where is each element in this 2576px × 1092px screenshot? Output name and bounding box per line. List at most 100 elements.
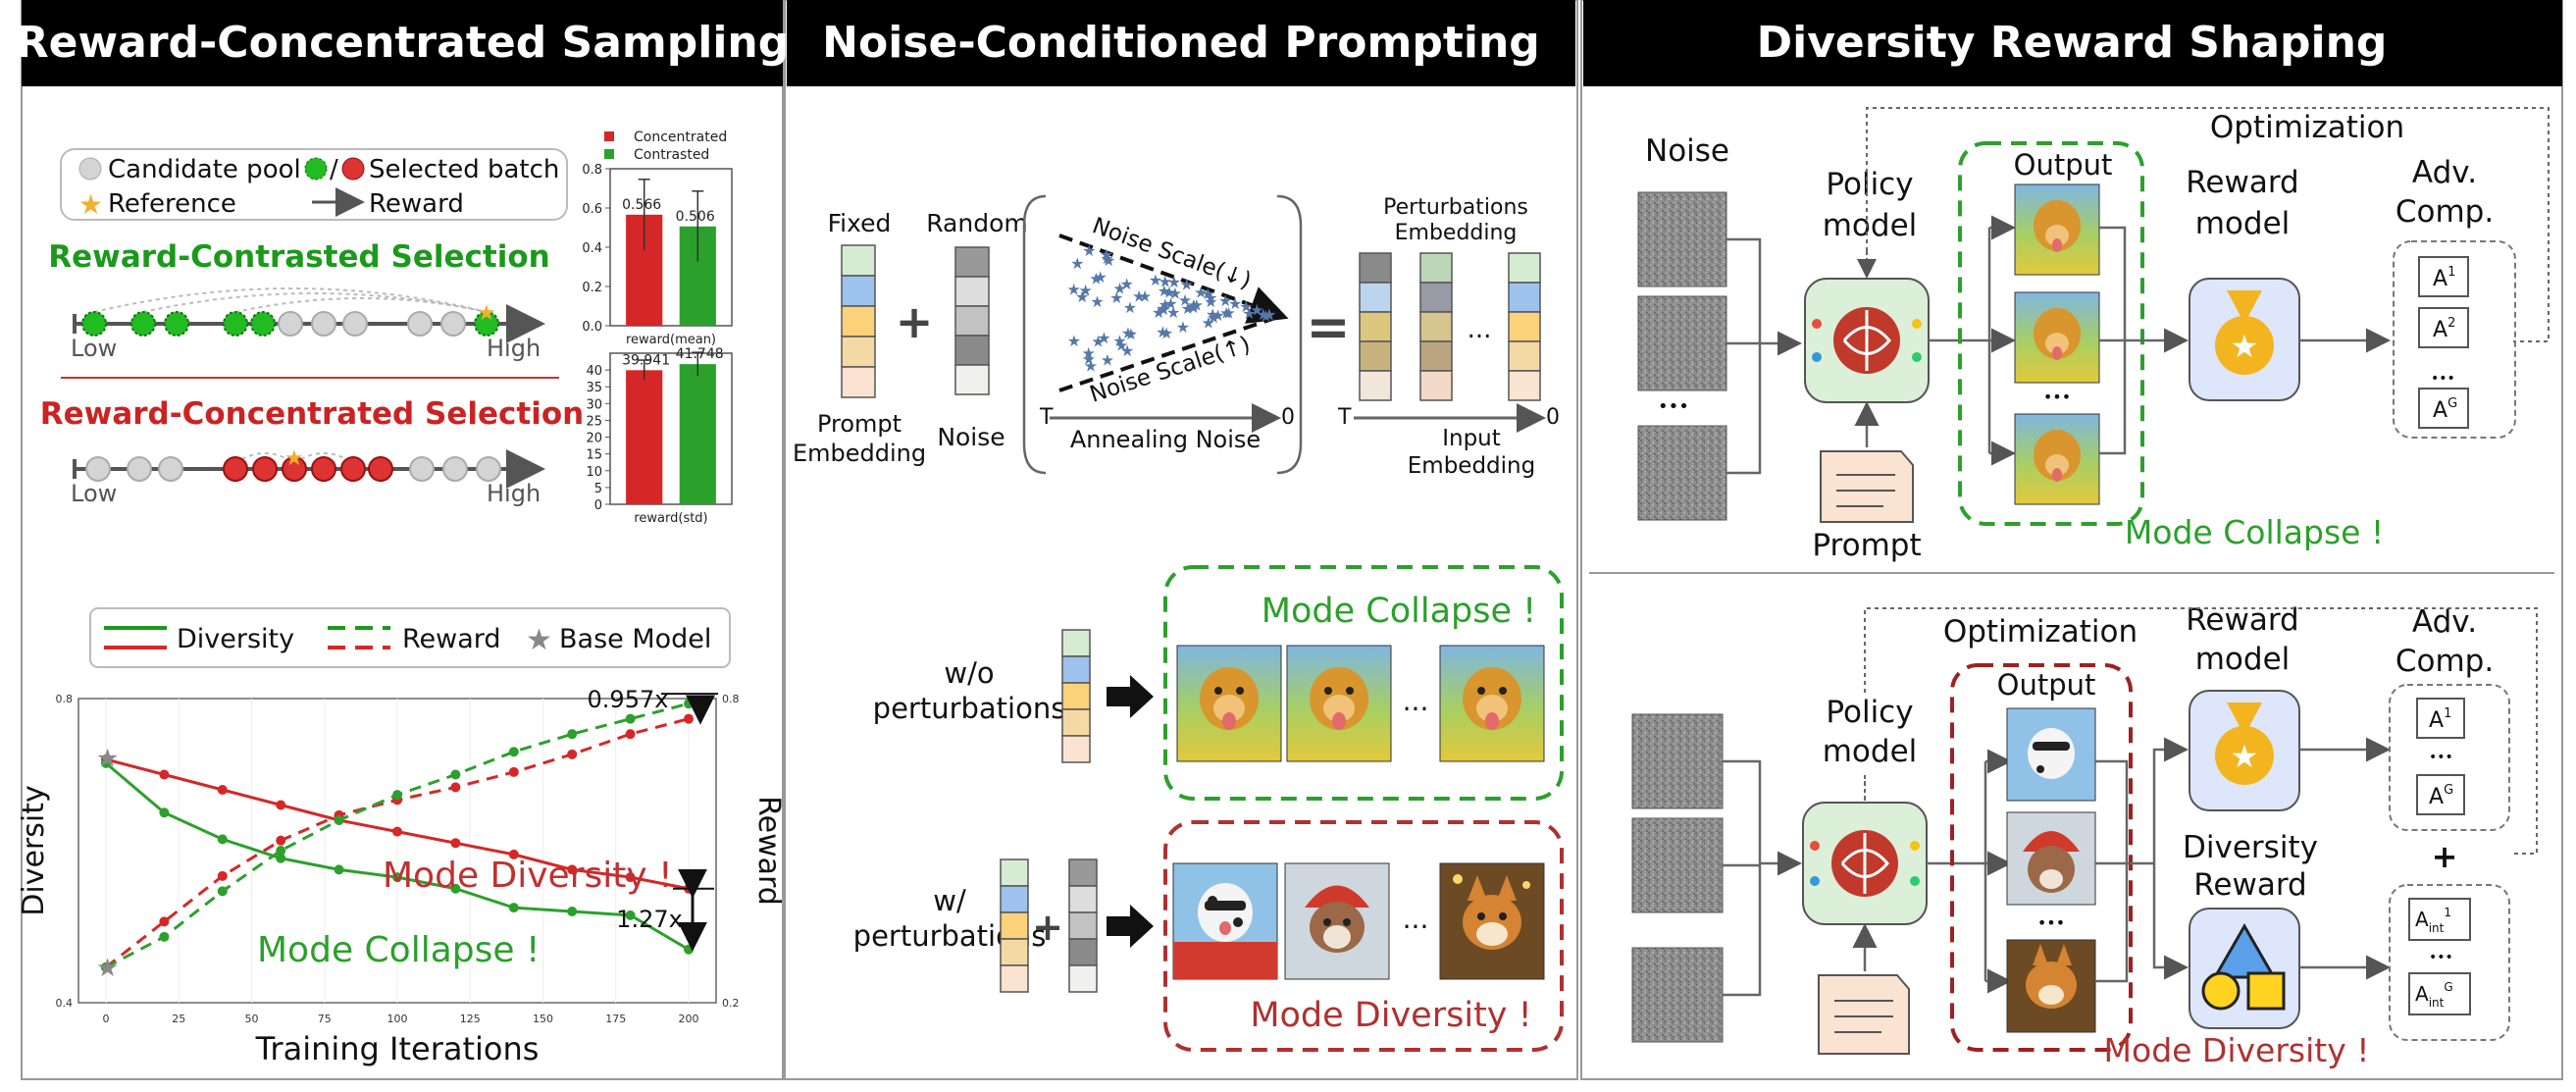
bar-chart-frame xyxy=(609,352,733,505)
diversity-reward-label-1: Diversity xyxy=(2183,830,2318,865)
w-ellipsis: ... xyxy=(1403,903,1429,935)
golden-dog-image-3 xyxy=(1439,645,1545,762)
x-tick-label: 125 xyxy=(460,1013,481,1025)
w-mode-diversity-label: Mode Diversity ! xyxy=(1250,996,1531,1035)
prompt-embedding-label-1: Prompt xyxy=(817,410,902,438)
wo-label-2: perturbations xyxy=(873,692,1066,725)
bottom-reward-model-icon: ★ xyxy=(2189,690,2300,811)
input-embedding-label-1: Input xyxy=(1442,426,1501,451)
noise-star-icon: ★ xyxy=(1123,298,1137,317)
w-arrow-icon xyxy=(1107,905,1154,948)
noise-star-icon: ★ xyxy=(1176,318,1190,337)
noise-star-icon: ★ xyxy=(1082,349,1096,368)
noise-star-icon: ★ xyxy=(1156,323,1169,341)
random-noise-column xyxy=(954,246,990,395)
noise-star-icon: ★ xyxy=(1090,292,1104,311)
noise-star-icon: ★ xyxy=(1109,288,1123,307)
noise-star-icon: ★ xyxy=(1084,357,1098,376)
noise-star-icon: ★ xyxy=(1149,271,1162,289)
top-adv-dots: ••• xyxy=(2431,371,2455,387)
top-prompt-label: Prompt xyxy=(1812,528,1921,563)
selection-legend: Candidate pool / Selected batch ★ Refere… xyxy=(60,148,568,221)
noise-star-icon: ★ xyxy=(1218,291,1232,310)
perturb-ellipsis: ... xyxy=(1468,315,1492,344)
series-point xyxy=(101,757,111,768)
noise-star-icon: ★ xyxy=(1158,282,1171,300)
series-point xyxy=(450,769,461,780)
bottom-noise-image-1 xyxy=(1631,713,1724,809)
noise-star-icon: ★ xyxy=(1152,303,1165,322)
bottom-output-box xyxy=(1950,663,2133,1052)
series-point xyxy=(508,903,519,913)
top-reward-model-icon: ★ xyxy=(2189,278,2300,401)
series-point xyxy=(217,785,228,795)
top-reward-label-2: model xyxy=(2195,206,2291,241)
top-noise-image-3 xyxy=(1637,425,1727,521)
noise-label: Noise xyxy=(937,423,1005,451)
wo-mode-collapse-label: Mode Collapse ! xyxy=(1262,592,1536,631)
bottom-adv-ag: AG xyxy=(2429,783,2453,809)
bar-legend-concentrated: Concentrated xyxy=(634,130,727,145)
top-output-dog-3 xyxy=(2014,413,2100,505)
top-adv-a1: A1 xyxy=(2433,265,2455,291)
noise-star-icon: ★ xyxy=(1101,350,1114,369)
contrasted-reference-star-icon: ★ xyxy=(477,301,496,326)
noise-star-icon: ★ xyxy=(1250,301,1263,320)
noise-star-icon: ★ xyxy=(1242,304,1256,323)
dalmatian-image xyxy=(1172,862,1278,980)
bar-legend: Concentrated Contrasted xyxy=(604,130,727,163)
x-tick-label: 50 xyxy=(245,1013,259,1025)
noise-star-icon: ★ xyxy=(1100,245,1113,264)
noise-star-icon: ★ xyxy=(1211,306,1224,325)
series-point xyxy=(392,826,402,837)
panel-left-title-bar xyxy=(22,0,783,86)
series-point xyxy=(450,782,461,793)
golden-dog-image-2 xyxy=(1286,645,1392,762)
panel-middle-title: Noise-Conditioned Prompting xyxy=(822,18,1540,68)
legend-reference: Reference xyxy=(108,189,236,219)
noise-star-icon: ★ xyxy=(1257,305,1270,324)
noise-star-icon: ★ xyxy=(1262,305,1276,324)
y-tick-label: 10 xyxy=(586,465,602,480)
bottom-output-dots: ••• xyxy=(2037,913,2065,932)
wo-arrow-icon xyxy=(1107,675,1154,718)
series-point xyxy=(450,883,461,894)
top-prompt-doc-icon xyxy=(1820,450,1914,523)
noise-star-icon: ★ xyxy=(1159,273,1172,291)
bottom-policy-label-1: Policy xyxy=(1826,695,1913,730)
y-tick-label: 0.2 xyxy=(582,281,602,295)
line-mode-collapse: Mode Collapse ! xyxy=(257,930,540,970)
noise-star-icon: ★ xyxy=(1102,251,1115,270)
series-point xyxy=(567,749,578,759)
noise-star-icon: ★ xyxy=(1089,269,1103,287)
bar-value-label: 0.506 xyxy=(676,209,715,225)
bottom-adv-box-upper xyxy=(2389,684,2510,831)
y-tick-label: 20 xyxy=(586,432,602,446)
noise-star-icon: ★ xyxy=(1181,299,1195,318)
annealing-t-label: T xyxy=(1039,405,1054,430)
y-tick-label: 40 xyxy=(586,364,602,379)
wo-output-box xyxy=(1163,565,1564,801)
bottom-adv-aint1: Aint1 xyxy=(2415,906,2451,935)
noise-star-icon: ★ xyxy=(1124,325,1138,343)
x-tick-label: 0 xyxy=(103,1013,110,1025)
w-output-images xyxy=(1172,862,1545,980)
top-policy-model-icon xyxy=(1804,278,1930,403)
prompt-embedding-label-2: Embedding xyxy=(793,440,926,467)
top-policy-label-1: Policy xyxy=(1826,167,1913,202)
bottom-output-shiba xyxy=(2006,939,2096,1033)
noise-star-icon: ★ xyxy=(1138,287,1152,306)
bottom-reward-label-1: Reward xyxy=(2186,602,2298,638)
top-optimization-label: Optimization xyxy=(2210,110,2404,145)
bottom-prompt-doc-icon xyxy=(1818,974,1910,1055)
bottom-adv-box-lower xyxy=(2389,884,2510,1041)
noise-star-cloud: ★★★★★★★★★★★★★★★★★★★★★★★★★★★★★★★★★★★★★★★★… xyxy=(1066,241,1276,376)
legend-selected-batch: Selected batch xyxy=(369,155,559,184)
noise-star-icon: ★ xyxy=(1119,275,1133,293)
hat-dog-image xyxy=(1284,862,1390,980)
y2-tick-label: 0.8 xyxy=(722,693,740,705)
top-mode-collapse-label: Mode Collapse ! xyxy=(2125,513,2384,551)
contrasted-low-label: Low xyxy=(71,335,117,362)
line-y2label: Reward xyxy=(751,796,786,906)
